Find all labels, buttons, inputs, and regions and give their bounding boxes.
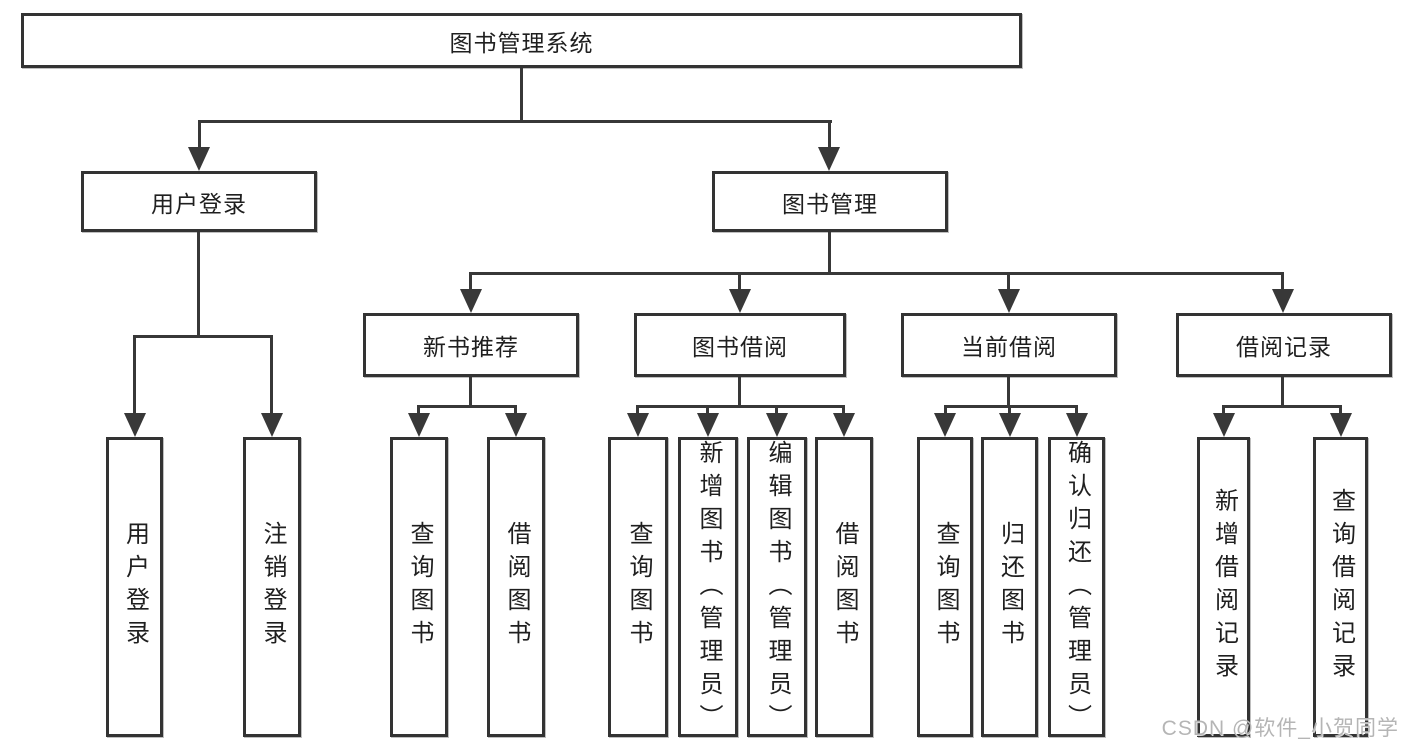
arrowhead-down-icon — [998, 289, 1020, 313]
leaf-label: 归还图书 — [996, 521, 1024, 653]
leaf-query-book-3: 查询图书 — [917, 437, 973, 737]
leaf-label: 借阅图书 — [503, 521, 530, 653]
leaf-label: 查询图书 — [406, 521, 433, 653]
leaf-return-book: 归还图书 — [981, 437, 1038, 737]
connector-newbook-stem — [469, 377, 472, 405]
arrowhead-down-icon — [1066, 413, 1088, 437]
connector-shaft — [417, 405, 420, 417]
arrowhead-down-icon — [408, 413, 430, 437]
arrowhead-down-icon — [188, 147, 210, 171]
leaf-label: 确认归还（管理员） — [1063, 440, 1091, 737]
connector-shaft — [1281, 272, 1284, 292]
arrowhead-down-icon — [505, 413, 527, 437]
connector-borrowrecord-horizontal — [1222, 405, 1342, 408]
leaf-label: 新增借阅记录 — [1210, 488, 1238, 686]
connector-bookmgmt-stem — [828, 232, 831, 272]
arrowhead-down-icon — [766, 413, 788, 437]
connector-shaft — [1222, 405, 1225, 417]
connector-shaft — [133, 335, 136, 417]
arrowhead-down-icon — [1213, 413, 1235, 437]
connector-shaft — [775, 405, 778, 417]
leaf-borrow-book-2: 借阅图书 — [815, 437, 873, 737]
watermark: CSDN @软件_小贺同学 — [1161, 717, 1399, 740]
arrowhead-down-icon — [1330, 413, 1352, 437]
arrowhead-down-icon — [833, 413, 855, 437]
leaf-label: 借阅图书 — [831, 521, 858, 653]
arrowhead-down-icon — [934, 413, 956, 437]
connector-shaft — [842, 405, 845, 417]
connector-shaft — [1008, 405, 1011, 417]
node-book-management: 图书管理 — [712, 171, 948, 232]
arrowhead-down-icon — [999, 413, 1021, 437]
leaf-confirm-return-admin: 确认归还（管理员） — [1048, 437, 1105, 737]
leaf-label: 编辑图书（管理员） — [764, 440, 791, 737]
connector-root-stem — [520, 68, 523, 120]
arrowhead-down-icon — [627, 413, 649, 437]
arrowhead-down-icon — [1272, 289, 1294, 313]
leaf-edit-book-admin: 编辑图书（管理员） — [747, 437, 807, 737]
connector-l3-horizontal — [469, 272, 1284, 275]
connector-bookborrow-stem — [738, 377, 741, 405]
connector-shaft — [1007, 272, 1010, 292]
leaf-label: 新增图书（管理员） — [695, 440, 722, 737]
leaf-label: 注销登录 — [259, 521, 286, 653]
connector-shaft — [706, 405, 709, 417]
arrowhead-down-icon — [261, 413, 283, 437]
node-new-book-recommend: 新书推荐 — [363, 313, 579, 377]
leaf-query-borrow-record: 查询借阅记录 — [1313, 437, 1368, 737]
connector-shaft — [514, 405, 517, 417]
connector-userlogin-horizontal — [133, 335, 273, 338]
leaf-add-borrow-record: 新增借阅记录 — [1197, 437, 1250, 737]
connector-l1-horizontal — [198, 120, 832, 123]
connector-shaft — [469, 272, 472, 292]
connector-newbook-horizontal — [417, 405, 517, 408]
leaf-add-book-admin: 新增图书（管理员） — [678, 437, 738, 737]
arrowhead-down-icon — [697, 413, 719, 437]
connector-shaft — [270, 335, 273, 417]
arrowhead-down-icon — [124, 413, 146, 437]
leaf-user-login: 用户登录 — [106, 437, 163, 737]
connector-bookborrow-horizontal — [636, 405, 845, 408]
connector-shaft — [828, 120, 831, 150]
connector-shaft — [738, 272, 741, 292]
leaf-logout: 注销登录 — [243, 437, 301, 737]
node-book-borrow: 图书借阅 — [634, 313, 846, 377]
arrowhead-down-icon — [729, 289, 751, 313]
leaf-label: 查询借阅记录 — [1327, 488, 1355, 686]
leaf-label: 查询图书 — [932, 521, 959, 653]
connector-shaft — [1075, 405, 1078, 417]
connector-borrowrecord-stem — [1281, 377, 1284, 405]
leaf-label: 用户登录 — [121, 521, 149, 653]
leaf-query-book-1: 查询图书 — [390, 437, 448, 737]
leaf-label: 查询图书 — [625, 521, 652, 653]
node-borrow-record: 借阅记录 — [1176, 313, 1392, 377]
node-user-login: 用户登录 — [81, 171, 317, 232]
connector-userlogin-stem — [197, 232, 200, 335]
node-current-borrow: 当前借阅 — [901, 313, 1117, 377]
leaf-borrow-book-1: 借阅图书 — [487, 437, 545, 737]
connector-shaft — [944, 405, 947, 417]
connector-shaft — [1339, 405, 1342, 417]
connector-currentborrow-horizontal — [944, 405, 1078, 408]
connector-shaft — [198, 120, 201, 150]
leaf-query-book-2: 查询图书 — [608, 437, 668, 737]
arrowhead-down-icon — [818, 147, 840, 171]
connector-shaft — [636, 405, 639, 417]
arrowhead-down-icon — [460, 289, 482, 313]
node-root: 图书管理系统 — [21, 13, 1022, 68]
connector-currentborrow-stem — [1007, 377, 1010, 405]
